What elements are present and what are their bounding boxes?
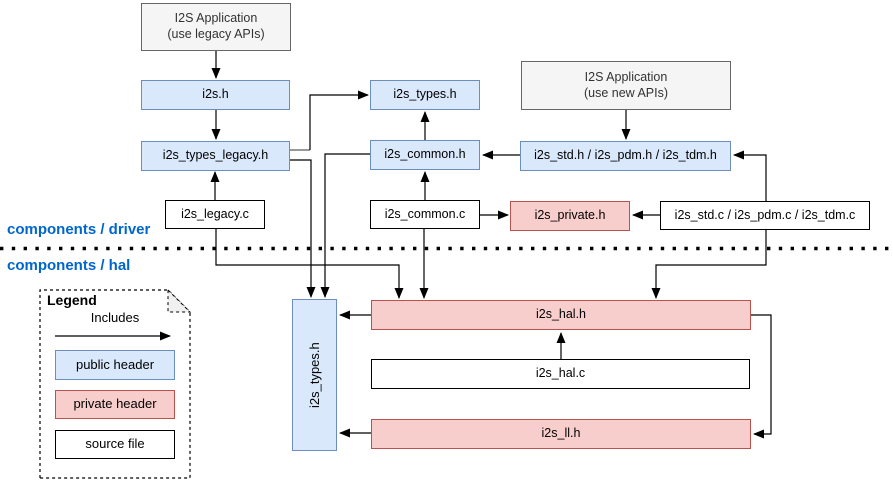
legend-title: Legend bbox=[47, 292, 97, 308]
edge-stdc-stdh bbox=[733, 150, 767, 201]
node-i2s-application-legacy-line1: I2S Application bbox=[174, 11, 258, 26]
node-i2s-application-legacy-line2: (use legacy APIs) bbox=[167, 27, 265, 41]
node-i2s-types-h-hal: i2s_types.h bbox=[292, 299, 337, 451]
legend-includes-label: Includes bbox=[90, 310, 140, 325]
node-i2s-h: i2s.h bbox=[141, 80, 290, 110]
node-i2s-common-h: i2s_common.h bbox=[370, 140, 480, 170]
node-i2s-hal-c: i2s_hal.c bbox=[371, 359, 750, 389]
node-i2s-application-new-line2: (use new APIs) bbox=[583, 85, 669, 100]
edge-typeslegacy-typeshal bbox=[290, 159, 316, 298]
legend-item-source-file: source file bbox=[55, 430, 175, 459]
edge-commonh-typeshal bbox=[320, 153, 370, 298]
node-i2s-std-pdm-tdm-c: i2s_std.c / i2s_pdm.c / i2s_tdm.c bbox=[660, 201, 870, 230]
node-i2s-ll-h: i2s_ll.h bbox=[371, 419, 751, 449]
node-i2s-legacy-c: i2s_legacy.c bbox=[165, 200, 265, 229]
node-i2s-application-legacy: I2S Application (use legacy APIs) bbox=[141, 3, 291, 51]
node-i2s-types-h-hal-label: i2s_types.h bbox=[306, 342, 322, 408]
node-i2s-application-new-line1: I2S Application bbox=[584, 69, 668, 84]
node-i2s-types-h: i2s_types.h bbox=[370, 80, 480, 110]
edge-legacyc-halh bbox=[215, 229, 404, 299]
section-label-driver: components / driver bbox=[7, 221, 151, 238]
legend-fold-corner bbox=[167, 288, 192, 313]
edge-typeslegacy-typesh bbox=[309, 90, 369, 150]
node-i2s-common-c: i2s_common.c bbox=[370, 200, 480, 229]
node-i2s-private-h: i2s_private.h bbox=[510, 201, 630, 231]
node-i2s-types-legacy-h: i2s_types_legacy.h bbox=[141, 141, 290, 171]
node-i2s-std-pdm-tdm-h: i2s_std.h / i2s_pdm.h / i2s_tdm.h bbox=[520, 141, 731, 171]
node-i2s-application-new: I2S Application (use new APIs) bbox=[521, 61, 731, 110]
edge-halh-llh bbox=[751, 314, 772, 439]
node-i2s-hal-h: i2s_hal.h bbox=[371, 300, 751, 330]
section-label-hal: components / hal bbox=[7, 257, 131, 274]
legend-item-public-header: public header bbox=[55, 350, 175, 380]
legend-item-private-header: private header bbox=[55, 390, 175, 419]
edge-stdc-halh bbox=[651, 230, 767, 299]
